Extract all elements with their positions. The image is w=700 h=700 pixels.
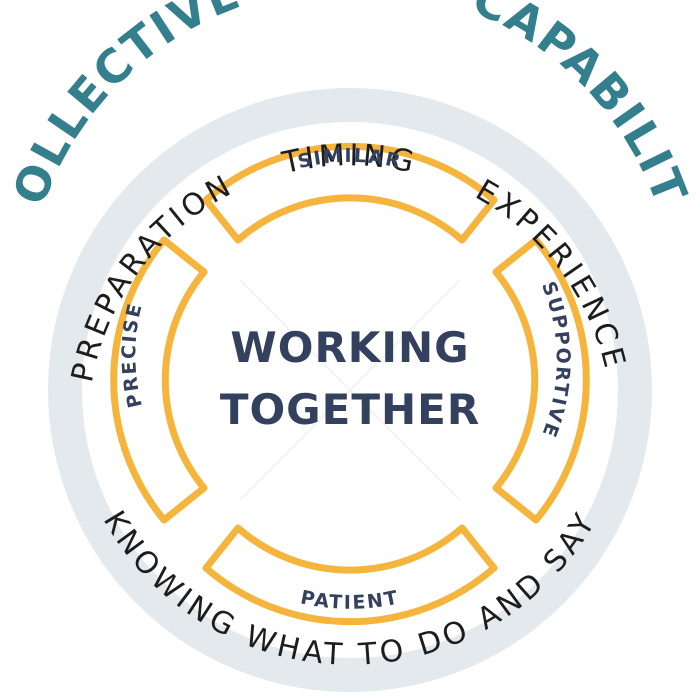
outer-ring [48,88,652,692]
segment-label-patient: PATIENT [299,586,400,613]
center-cross [239,279,461,501]
segment-left-shape [110,236,208,524]
segment-bottom-shape [202,524,498,626]
segment-label-precise: PRECISE [118,300,145,410]
svg-text:PRECISE: PRECISE [118,300,147,410]
inner-segments [110,142,590,626]
center-line-1: WORKING [230,323,469,372]
svg-text:PATIENT: PATIENT [299,586,402,613]
segment-top-shape [202,142,498,244]
segment-right-shape [492,236,590,524]
segment-label-supportive: SUPPORTIVE [537,279,572,442]
center-line-2: TOGETHER [220,385,480,434]
svg-text:SUPPORTIVE: SUPPORTIVE [537,279,574,442]
ring-label-knowing: KNOWING WHAT TO DO AND SAY [96,505,600,673]
svg-text:KNOWING WHAT TO DO AND SAY: KNOWING WHAT TO DO AND SAY [96,505,604,673]
